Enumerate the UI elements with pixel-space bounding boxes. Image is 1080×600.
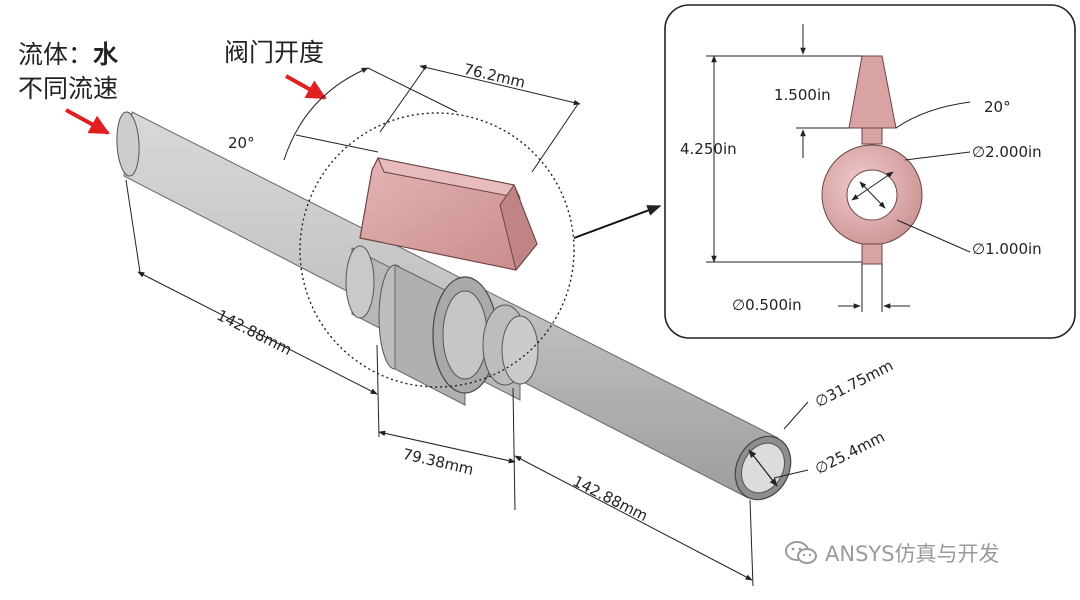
- detail-ball-outer: ∅2.000in: [972, 143, 1042, 161]
- valve-opening-label: 阀门开度: [224, 38, 325, 67]
- valve-body: [345, 245, 539, 406]
- watermark: ANSYS仿真与开发: [785, 538, 1000, 568]
- valve-handle: [359, 157, 538, 272]
- detail-taper-angle: 20°: [984, 98, 1011, 116]
- detail-stem: [861, 243, 883, 265]
- detail-stem-diameter: ∅0.500in: [732, 296, 802, 314]
- dimension-lines: [125, 64, 809, 587]
- callout-arrow: [573, 205, 662, 239]
- fluid-value: 水: [93, 40, 119, 69]
- valve-arrow: [285, 74, 327, 100]
- dim-handle-angle: 20°: [228, 134, 255, 152]
- fluid-label: 流体：水: [18, 40, 118, 70]
- flow-arrow: [65, 108, 110, 135]
- detail-inset: [664, 4, 1076, 339]
- fluid-label-prefix: 流体：: [18, 40, 94, 69]
- detail-circle: [299, 112, 575, 388]
- wechat-icon: [785, 540, 819, 566]
- watermark-text: ANSYS仿真与开发: [825, 542, 1000, 566]
- detail-total-height: 4.250in: [680, 140, 737, 158]
- detail-handle-height: 1.500in: [774, 86, 831, 104]
- flow-speed-label: 不同流速: [18, 74, 119, 103]
- detail-ball-inner: ∅1.000in: [972, 240, 1042, 258]
